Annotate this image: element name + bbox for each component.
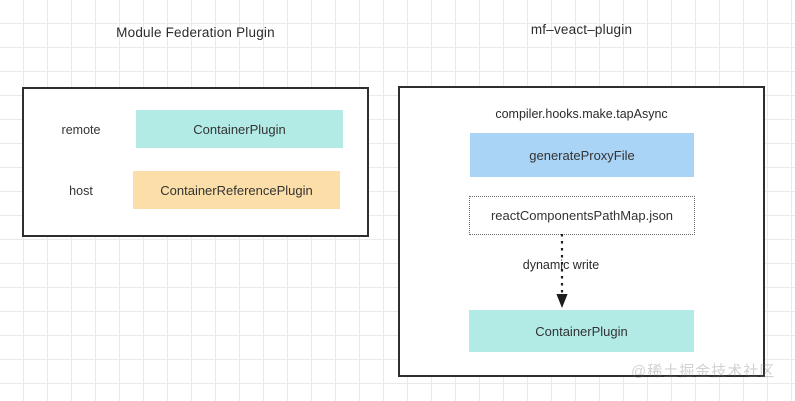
dynamic-write-label: dynamic write [522,258,600,272]
right-group-title: mf–veact–plugin [530,22,633,37]
compiler-hook-label: compiler.hooks.make.tapAsync [495,107,668,121]
node-container-reference-plugin[interactable]: ContainerReferencePlugin [133,171,340,209]
node-react-components-path-map-json[interactable]: reactComponentsPathMap.json [469,196,695,235]
node-container-plugin-output[interactable]: ContainerPlugin [469,310,694,352]
dynamic-write-arrow [556,234,568,308]
row-label-host: host [69,184,93,198]
left-group-title: Module Federation Plugin [116,25,275,40]
row-label-remote: remote [61,123,101,137]
node-generate-proxy-file[interactable]: generateProxyFile [470,133,694,177]
node-container-plugin-remote[interactable]: ContainerPlugin [136,110,343,148]
watermark: @稀土掘金技术社区 [631,363,776,380]
